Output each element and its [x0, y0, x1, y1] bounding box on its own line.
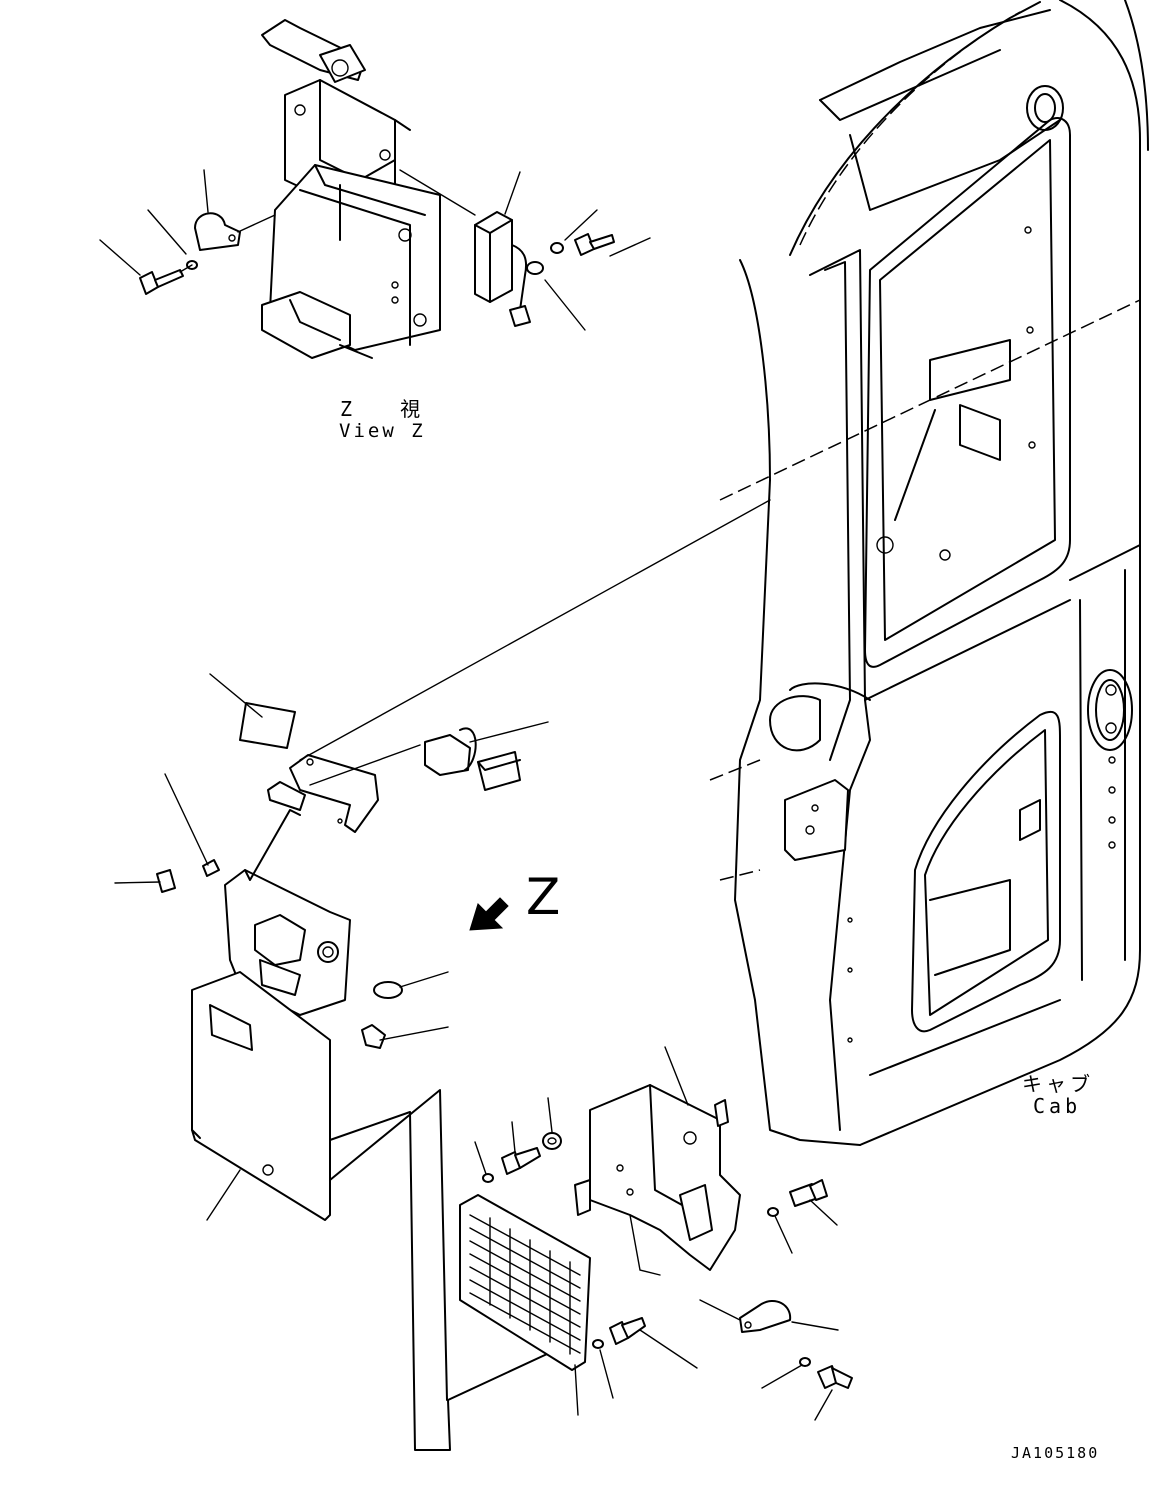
view-z-assembly	[139, 19, 615, 359]
view-z-arrow	[469, 897, 509, 931]
view-z-label-en: View Z	[339, 420, 426, 442]
routing-frame	[329, 1089, 561, 1451]
view-z-label-jp: Z 視	[340, 397, 439, 421]
cab-label-jp: キャブ	[1022, 1072, 1094, 1096]
view-direction-letter: Z	[526, 868, 561, 926]
lower-center-assembly	[459, 1084, 853, 1389]
drawing-number: JA105180	[1011, 1444, 1100, 1462]
lower-center-leaders	[474, 1046, 839, 1421]
cab-structure	[709, 0, 1149, 1146]
grille-slats	[469, 1214, 581, 1355]
view-z-leaders	[99, 169, 651, 331]
lower-left-assembly	[156, 499, 771, 1221]
lower-left-leaders	[114, 673, 549, 1221]
cab-label-en: Cab	[1033, 1094, 1082, 1118]
